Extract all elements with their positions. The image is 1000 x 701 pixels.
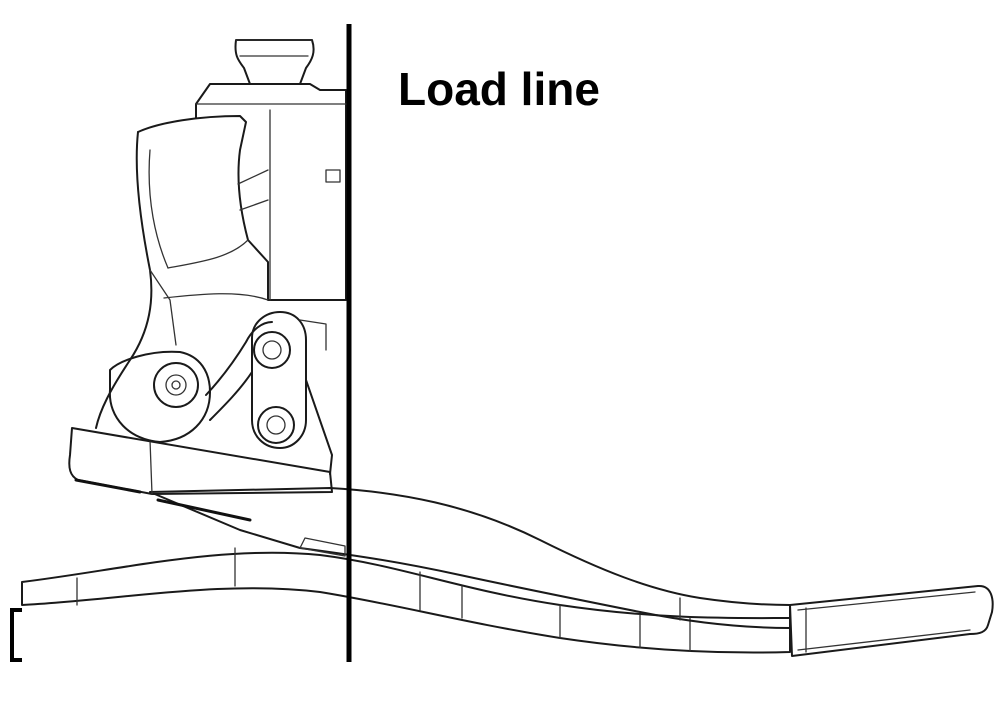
ankle-housing [95, 83, 347, 429]
load-line-label: Load line [398, 63, 600, 115]
ankle-linkage [108, 311, 333, 475]
edge-bracket [10, 608, 22, 662]
heel-block [68, 427, 333, 522]
upper-keel [149, 487, 791, 629]
toe-pad [789, 584, 994, 657]
lower-keel [21, 547, 791, 654]
pyramid-adapter [234, 39, 315, 85]
